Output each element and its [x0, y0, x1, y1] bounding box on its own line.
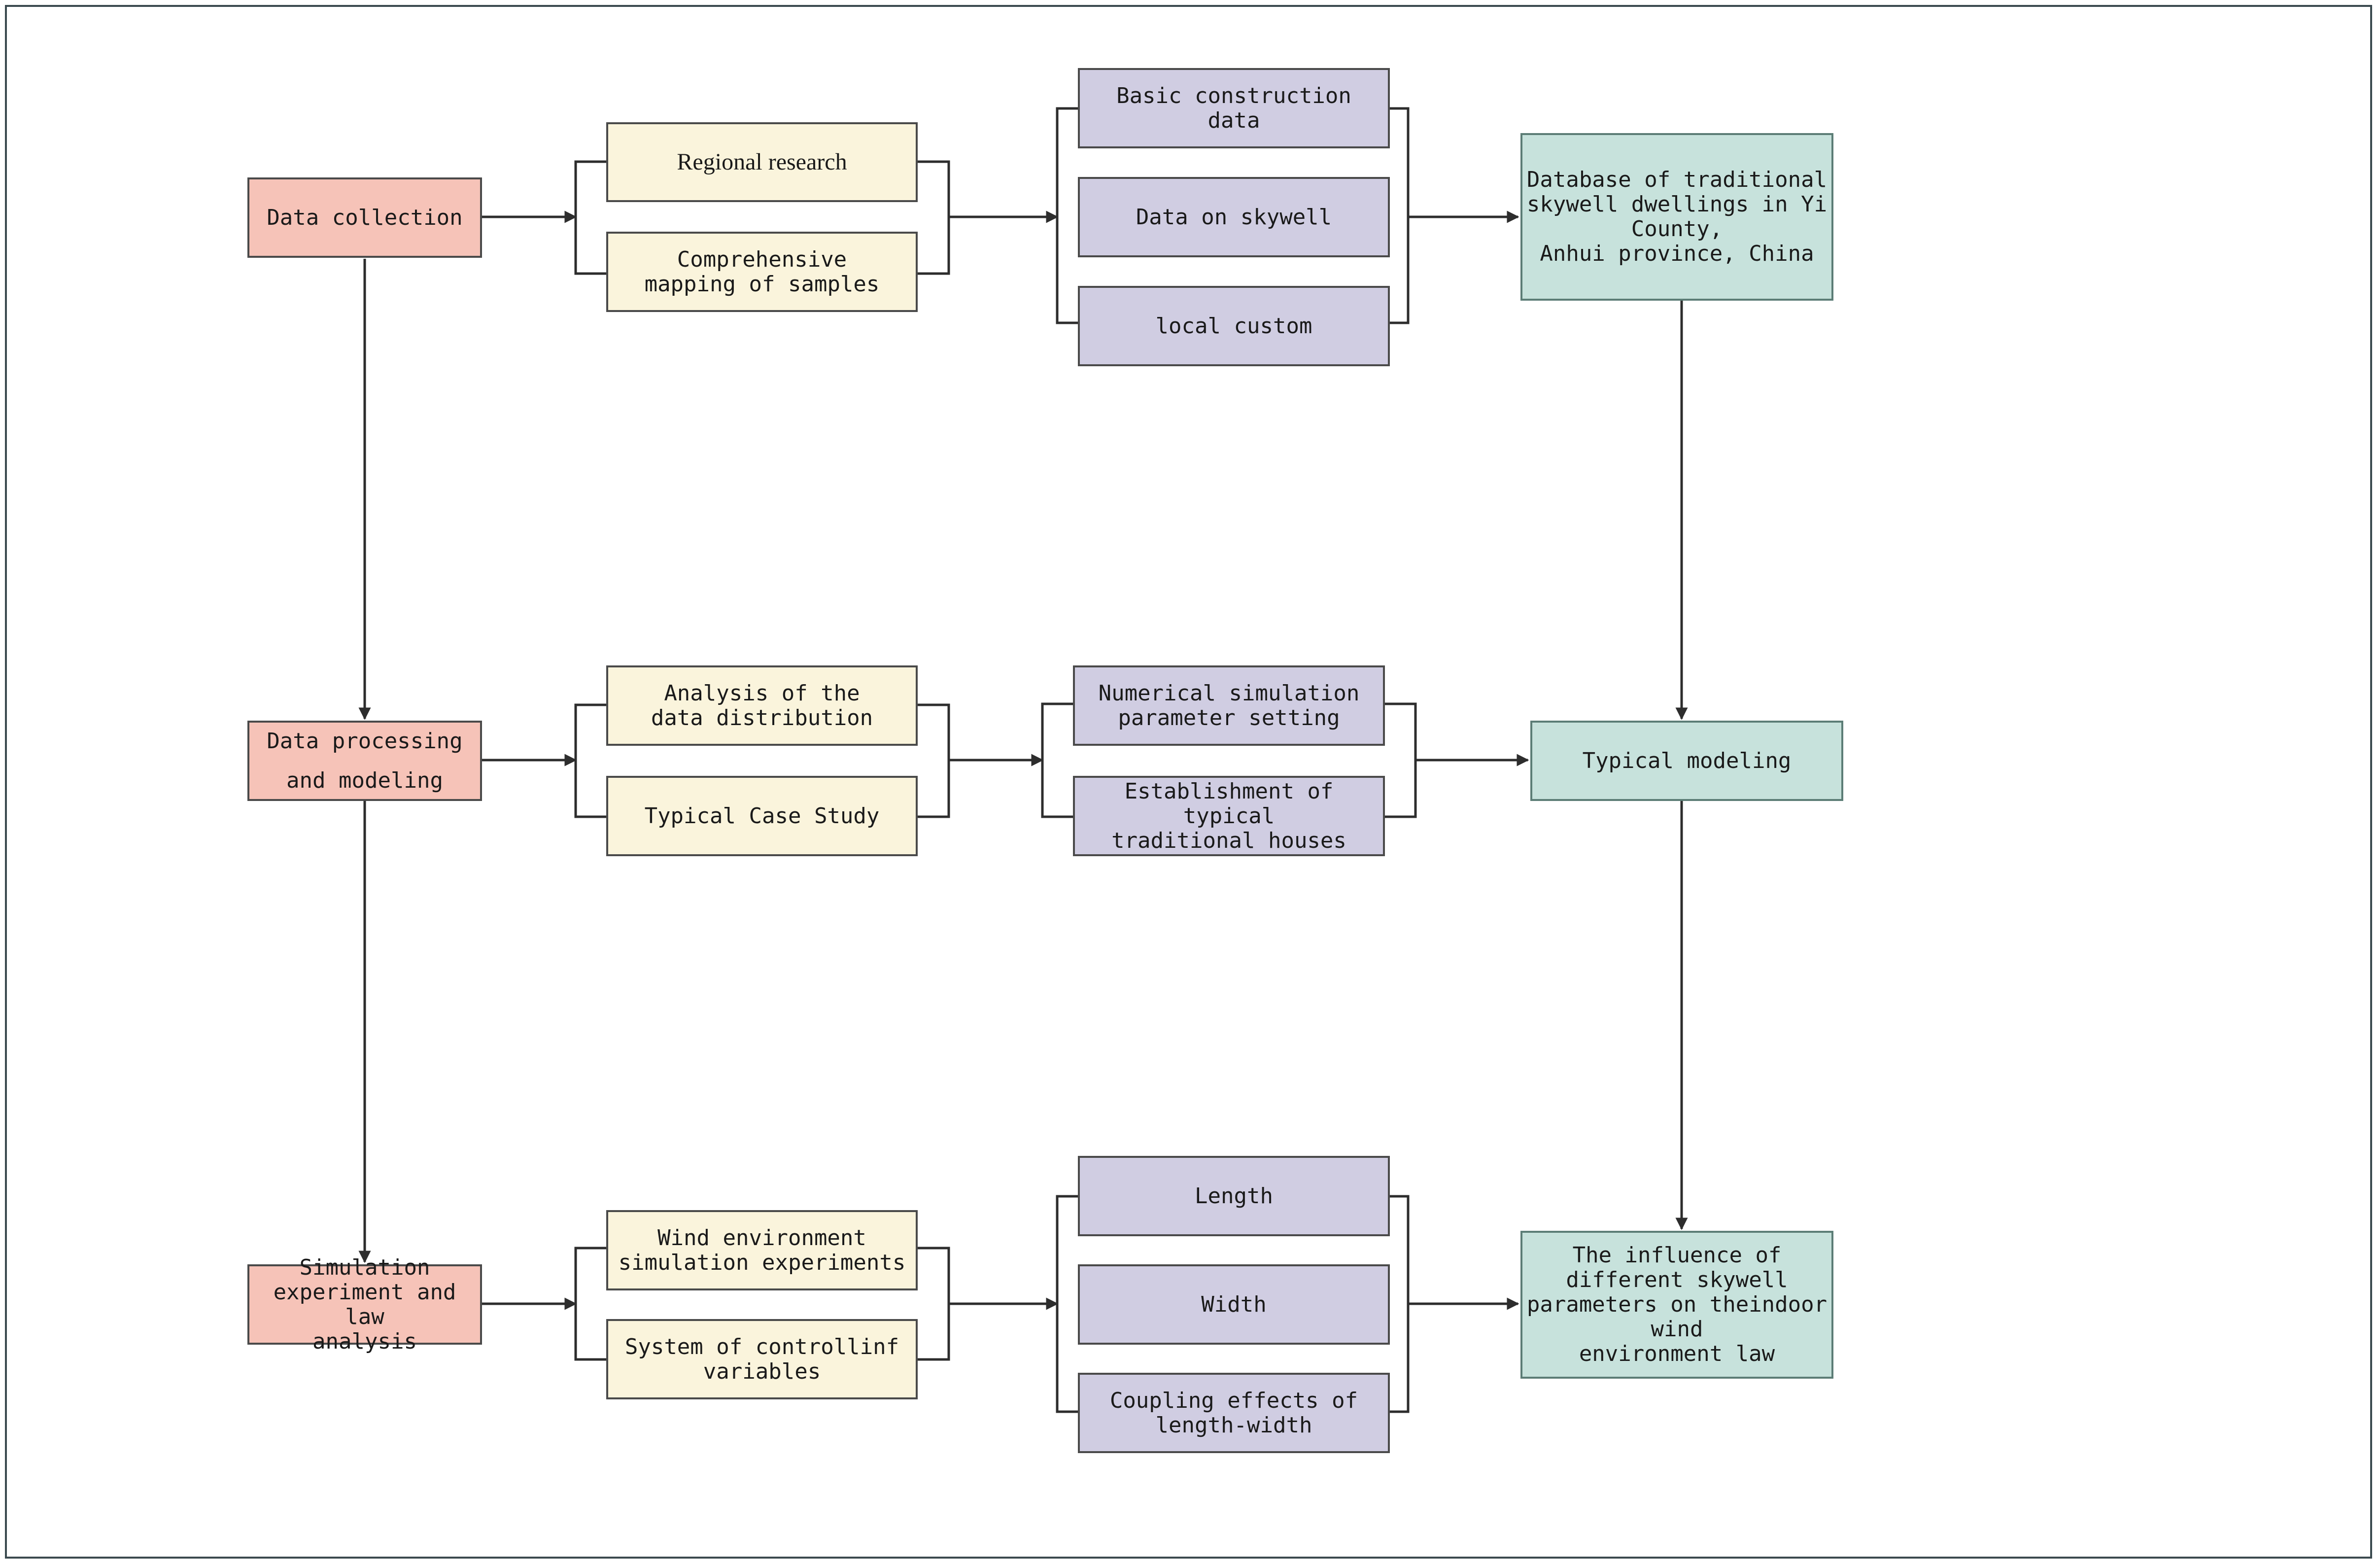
content-numerical-simulation-parameters: Numerical simulation parameter setting [1073, 665, 1385, 746]
bracket-methods-row2-right [918, 703, 950, 818]
method-typical-case-study: Typical Case Study [606, 776, 918, 856]
bracket-methods-row2-left [574, 703, 606, 818]
bracket-methods-row3-right [918, 1247, 950, 1361]
method-regional-research: Regional research [606, 122, 918, 202]
diagram-frame [5, 5, 2372, 1559]
outcome-typical-modeling: Typical modeling [1530, 721, 1843, 801]
stage-simulation-experiment: Simulation experiment and law analysis [247, 1255, 482, 1354]
bracket-contents-row1-left [1056, 107, 1078, 324]
stage-data-collection: Data collection [247, 177, 482, 258]
outcome-skywell-database: Database of traditional skywell dwelling… [1520, 133, 1833, 301]
bracket-methods-row1-right [918, 160, 950, 275]
content-width: Width [1078, 1264, 1390, 1345]
method-comprehensive-mapping: Comprehensive mapping of samples [606, 232, 918, 312]
bracket-contents-row3-left [1056, 1195, 1078, 1413]
bracket-methods-row1-left [574, 160, 606, 275]
content-local-custom: local custom [1078, 286, 1390, 366]
stage-data-processing: Data processing and modeling [247, 721, 482, 801]
bracket-contents-row3-right [1390, 1195, 1410, 1413]
content-length: Length [1078, 1156, 1390, 1236]
content-skywell-data: Data on skywell [1078, 177, 1390, 257]
bracket-contents-row2-right [1385, 702, 1417, 818]
content-basic-construction-data: Basic construction data [1078, 68, 1390, 148]
method-wind-simulation-experiments: Wind environment simulation experiments [606, 1210, 918, 1290]
bracket-contents-row2-left [1041, 702, 1073, 818]
method-controlling-variables: System of controllinf variables [606, 1319, 918, 1399]
bracket-contents-row1-right [1390, 107, 1410, 324]
method-data-distribution-analysis: Analysis of the data distribution [606, 665, 918, 746]
content-coupling-effects: Coupling effects of length-width [1078, 1373, 1390, 1453]
outcome-skywell-parameter-influence: The influence of different skywell param… [1520, 1231, 1833, 1379]
content-typical-traditional-houses: Establishment of typical traditional hou… [1073, 776, 1385, 856]
bracket-methods-row3-left [574, 1247, 606, 1361]
